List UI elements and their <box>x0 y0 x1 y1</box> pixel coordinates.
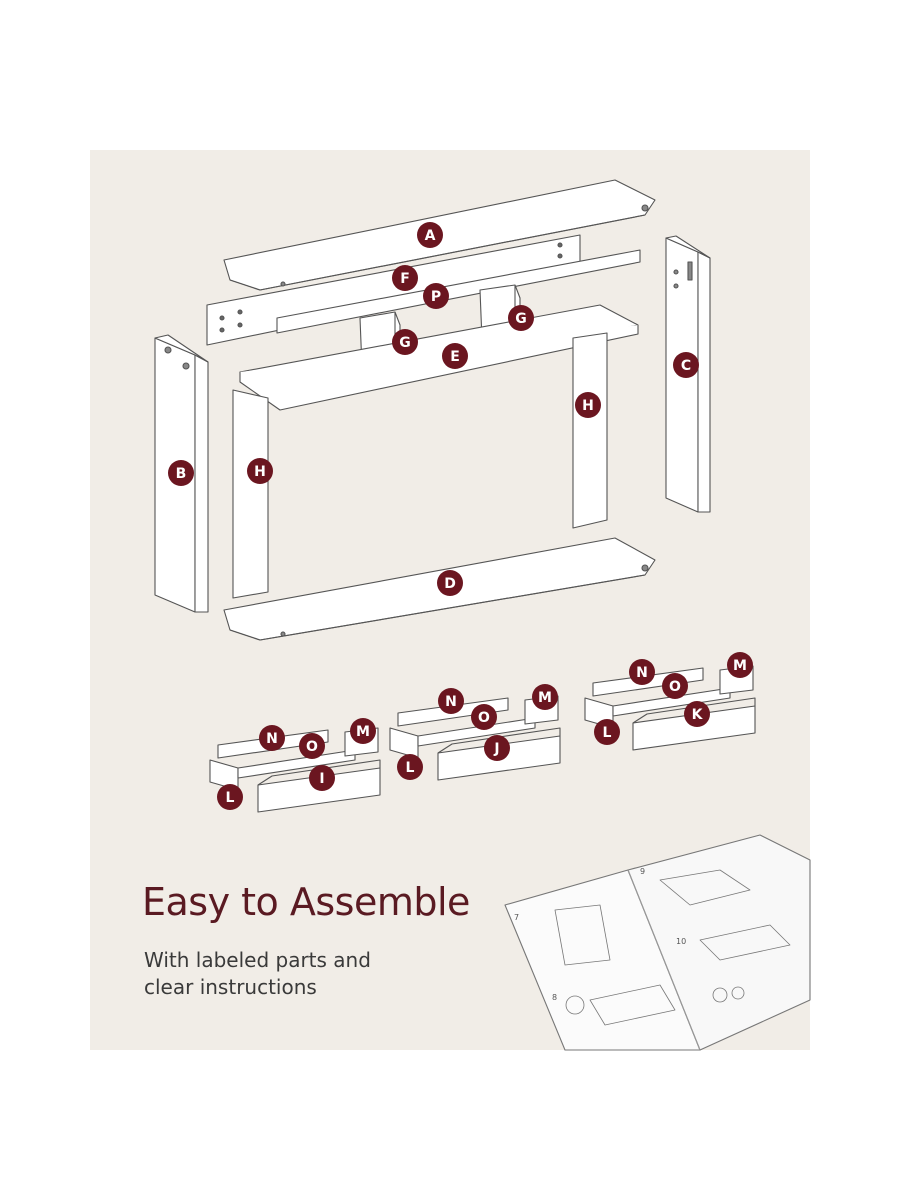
part-label-letter: M <box>356 724 370 740</box>
label-o-drawer-3: O <box>662 673 688 699</box>
part-h-left-inner-leg <box>232 389 269 599</box>
part-label-letter: H <box>254 464 266 480</box>
label-g-right: G <box>508 305 534 331</box>
instruction-booklet-illustration <box>504 834 811 1051</box>
label-c: C <box>673 352 699 378</box>
label-k-drawer-3: K <box>684 701 710 727</box>
part-label-letter: O <box>478 710 490 726</box>
part-label-letter: B <box>176 466 187 482</box>
part-label-letter: P <box>431 289 441 305</box>
part-h-right-inner-leg <box>572 332 608 529</box>
part-label-letter: E <box>450 349 460 365</box>
part-label-letter: G <box>399 335 411 351</box>
part-label-letter: A <box>425 228 436 244</box>
part-label-letter: G <box>515 311 527 327</box>
part-label-letter: K <box>692 707 704 723</box>
label-b: B <box>168 460 194 486</box>
label-m-drawer-1: M <box>350 718 376 744</box>
label-o-drawer-1: O <box>299 733 325 759</box>
part-label-letter: O <box>306 739 318 755</box>
part-label-letter: M <box>538 690 552 706</box>
part-label-letter: F <box>400 271 410 287</box>
part-label-letter: H <box>582 398 594 414</box>
label-i-drawer-1: I <box>309 765 335 791</box>
label-e: E <box>442 343 468 369</box>
label-f: F <box>392 265 418 291</box>
label-h-left: H <box>247 458 273 484</box>
part-label-letter: N <box>445 694 457 710</box>
part-label-letter: L <box>603 725 612 741</box>
headline: Easy to Assemble <box>142 880 470 924</box>
part-label-letter: J <box>493 741 499 757</box>
part-p-rail <box>276 249 641 334</box>
label-j-drawer-2: J <box>484 735 510 761</box>
subtitle: With labeled parts and clear instruction… <box>144 947 464 1001</box>
part-label-letter: D <box>444 576 456 592</box>
part-label-letter: M <box>733 658 747 674</box>
label-n-drawer-1: N <box>259 725 285 751</box>
label-a: A <box>417 222 443 248</box>
booklet-page-9: 9 <box>640 867 645 876</box>
booklet-page-numbers: 7 8 9 10 <box>514 867 686 1002</box>
part-e-shelf <box>239 304 639 411</box>
label-m-drawer-2: M <box>532 684 558 710</box>
part-label-letter: N <box>266 731 278 747</box>
part-label-letter: N <box>636 665 648 681</box>
label-n-drawer-3: N <box>629 659 655 685</box>
label-d: D <box>437 570 463 596</box>
label-o-drawer-2: O <box>471 704 497 730</box>
subtitle-line-1: With labeled parts and <box>144 948 371 972</box>
booklet-page-7: 7 <box>514 913 519 922</box>
part-label-letter: I <box>319 771 324 787</box>
label-m-drawer-3: M <box>727 652 753 678</box>
booklet-page-10: 10 <box>676 937 686 946</box>
label-l-drawer-2: L <box>397 754 423 780</box>
part-label-letter: L <box>406 760 415 776</box>
label-l-drawer-3: L <box>594 719 620 745</box>
label-n-drawer-2: N <box>438 688 464 714</box>
label-h-right: H <box>575 392 601 418</box>
subtitle-line-2: clear instructions <box>144 975 317 999</box>
part-labels: A F P G G E C H B H D N M O K L N M O J … <box>168 222 753 810</box>
part-label-letter: C <box>681 358 691 374</box>
booklet-page-8: 8 <box>552 993 557 1002</box>
part-label-letter: O <box>669 679 681 695</box>
label-p: P <box>423 283 449 309</box>
part-label-letter: L <box>226 790 235 806</box>
label-g-left: G <box>392 329 418 355</box>
label-l-drawer-1: L <box>217 784 243 810</box>
